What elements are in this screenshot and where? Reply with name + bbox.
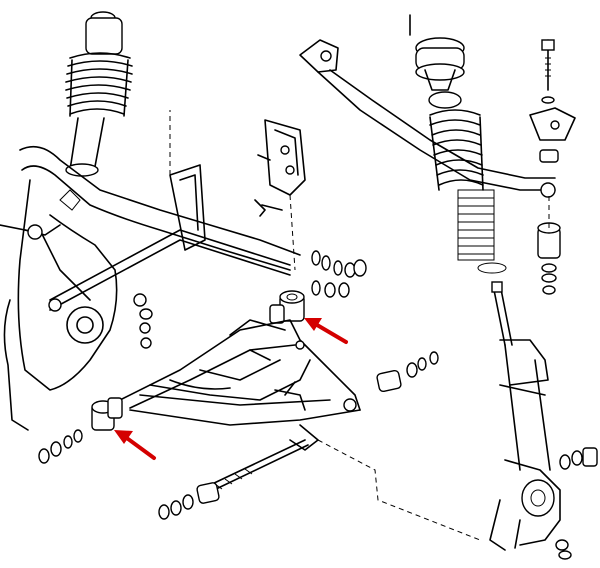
crossmember-bar <box>48 110 291 312</box>
lower-control-arm <box>119 319 361 451</box>
arm-pivot-sleeves <box>376 351 439 393</box>
lower-bushing-arrow <box>114 430 156 460</box>
control-arm-bushing-front <box>91 397 123 431</box>
strut-spring-and-boot <box>428 91 507 274</box>
right-hardware-column <box>529 39 576 295</box>
control-arm-bushing-rear <box>269 290 305 324</box>
upper-bushing-hardware <box>311 250 367 298</box>
strut-upper-mount <box>409 14 465 91</box>
lower-hardware-row <box>158 482 220 520</box>
long-bolt <box>209 439 309 491</box>
upper-bushing-arrow <box>304 318 348 344</box>
mount-bracket <box>254 119 306 271</box>
strut-body <box>491 281 551 471</box>
routing-guide <box>317 439 481 541</box>
upper-link-arm <box>299 39 556 198</box>
left-frame-knuckle <box>0 145 301 431</box>
front-bushing-hardware <box>38 293 153 464</box>
steering-knuckle-hub <box>489 447 598 560</box>
left-coil-spring-assembly <box>65 11 133 177</box>
